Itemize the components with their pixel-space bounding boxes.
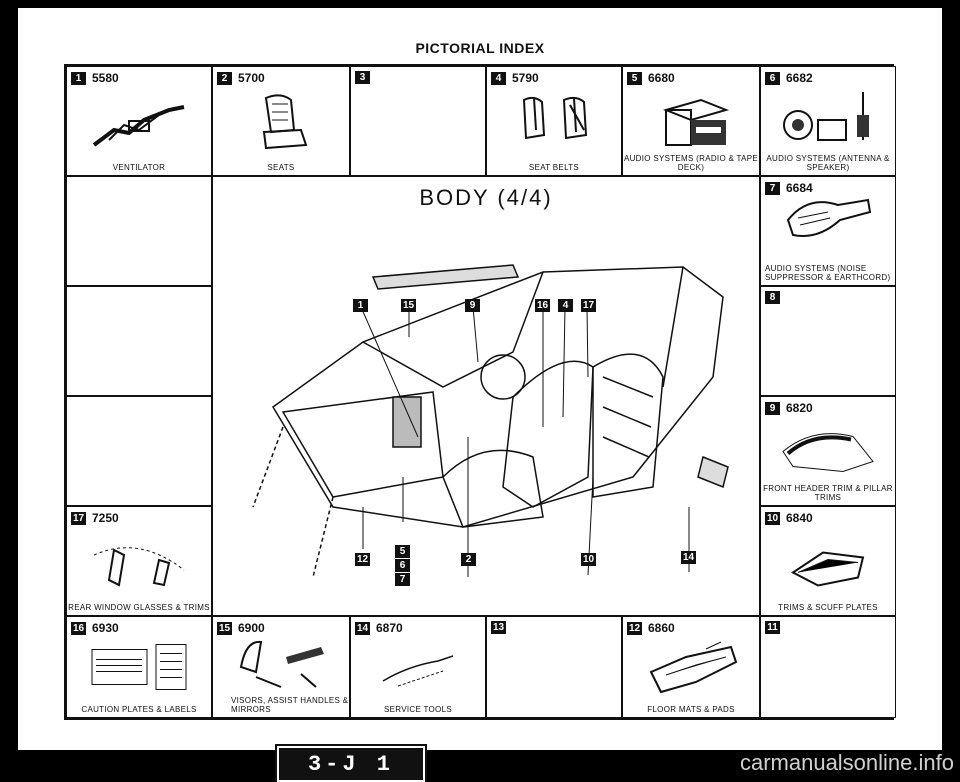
- badge: 6: [765, 71, 780, 85]
- part-caption: SEAT BELTS: [528, 163, 580, 172]
- callout-badge: 12: [355, 553, 370, 566]
- part-code: 6820: [786, 401, 813, 415]
- part-caption: AUDIO SYSTEMS (ANTENNA & SPEAKER): [766, 154, 890, 172]
- part-caption: AUDIO SYSTEMS (RADIO & TAPE DECK): [623, 154, 759, 172]
- badge: 13: [491, 621, 506, 634]
- callout-badge: 9: [465, 299, 480, 312]
- part-code: 5700: [238, 71, 265, 85]
- badge: 9: [765, 401, 780, 415]
- part-code: 6682: [786, 71, 813, 85]
- cell-caution-plates[interactable]: 16 6930 CAUTION PLATES & LABELS: [66, 616, 212, 718]
- part-caption: TRIMS & SCUFF PLATES: [778, 603, 878, 612]
- part-code: 6860: [648, 621, 675, 635]
- section-tab: 3-J 1: [277, 746, 425, 782]
- cell-antenna-speaker[interactable]: 6 6682 AUDIO SYSTEMS (ANTENNA & SPEAKER): [760, 66, 896, 176]
- part-caption: AUDIO SYSTEMS (NOISE SUPPRESSOR & EARTHC…: [765, 264, 891, 282]
- part-code: 5790: [512, 71, 539, 85]
- cell-11[interactable]: 11: [760, 616, 896, 718]
- badge: 10: [765, 511, 780, 525]
- cell-floor-mats[interactable]: 12 6860 FLOOR MATS & PADS: [622, 616, 760, 718]
- badge: 12: [627, 621, 642, 635]
- cell-seats[interactable]: 2 5700 SEATS: [212, 66, 350, 176]
- cell-left-2: [66, 286, 212, 396]
- callout-badge: 2: [461, 553, 476, 566]
- callout-badge: 5: [395, 545, 410, 558]
- cell-visors[interactable]: 15 6900 VISORS, ASSIST HANDLES & MIRRORS: [212, 616, 350, 718]
- callout-badge: 16: [535, 299, 550, 312]
- badge: 5: [627, 71, 642, 85]
- cell-noise-suppressor[interactable]: 7 6684 AUDIO SYSTEMS (NOISE SUPPRESSOR & …: [760, 176, 896, 286]
- visor-icon: [239, 640, 324, 688]
- part-caption: FLOOR MATS & PADS: [647, 705, 735, 714]
- part-code: 6840: [786, 511, 813, 525]
- cell-13[interactable]: 13: [486, 616, 622, 718]
- part-code: 7250: [92, 511, 119, 525]
- callout-badge: 1: [353, 299, 368, 312]
- cell-ventilator[interactable]: 1 5580 VENTILATOR: [66, 66, 212, 176]
- badge: 7: [765, 181, 780, 195]
- callout-badge: 17: [581, 299, 596, 312]
- cell-service-tools[interactable]: 14 6870 SERVICE TOOLS: [350, 616, 486, 718]
- tool-icon: [382, 655, 454, 687]
- badge: 15: [217, 621, 232, 635]
- callout-badge: 14: [681, 551, 696, 564]
- header-trim-icon: [782, 433, 874, 472]
- cell-left-3: [66, 396, 212, 506]
- cell-header-trim[interactable]: 9 6820 FRONT HEADER TRIM & PILLAR TRIMS: [760, 396, 896, 506]
- part-code: 6930: [92, 621, 119, 635]
- part-caption: CAUTION PLATES & LABELS: [81, 705, 197, 714]
- badge: 16: [71, 621, 86, 635]
- callout-badge: 10: [581, 553, 596, 566]
- part-caption: SERVICE TOOLS: [384, 705, 452, 714]
- callout-badge: 15: [401, 299, 416, 312]
- scuff-plate-icon: [791, 551, 865, 587]
- cell-seat-belts[interactable]: 4 5790 SEAT BELTS: [486, 66, 622, 176]
- speaker-icon: [783, 92, 869, 142]
- badge: 3: [355, 71, 370, 84]
- cell-scuff-plates[interactable]: 10 6840 TRIMS & SCUFF PLATES: [760, 506, 896, 616]
- body-diagram-area: BODY (4/4): [212, 176, 760, 616]
- section-tab-label: 3-J 1: [307, 751, 394, 777]
- part-code: 6680: [648, 71, 675, 85]
- badge: 17: [71, 511, 86, 525]
- part-code: 6870: [376, 621, 403, 635]
- index-grid: 1 5580 VENTILATOR 2 5700 SEATS 3 4 5790 SEA…: [64, 64, 896, 720]
- page-title: PICTORIAL INDEX: [415, 40, 545, 56]
- ventilator-icon: [92, 105, 185, 147]
- badge: 2: [217, 71, 232, 85]
- cell-radio-tape[interactable]: 5 6680 AUDIO SYSTEMS (RADIO & TAPE DECK): [622, 66, 760, 176]
- cell-left-1: [66, 176, 212, 286]
- floor-mat-icon: [649, 641, 738, 694]
- callout-badge: 6: [395, 559, 410, 572]
- car-interior-illustration: [252, 264, 729, 578]
- rear-glass-icon: [93, 547, 185, 587]
- part-code: 6900: [238, 621, 265, 635]
- watermark: carmanualsonline.info: [739, 750, 954, 775]
- badge: 1: [71, 71, 86, 85]
- seat-belt-icon: [522, 97, 588, 140]
- body-title: BODY (4/4): [419, 185, 553, 210]
- callout-badge: 7: [395, 573, 410, 586]
- label-plate-icon: [91, 644, 187, 690]
- callout-badge: 4: [558, 299, 573, 312]
- cell-8[interactable]: 8: [760, 286, 896, 396]
- part-code: 5580: [92, 71, 119, 85]
- badge: 11: [765, 621, 780, 634]
- part-code: 6684: [786, 181, 813, 195]
- part-caption: VENTILATOR: [112, 163, 166, 172]
- badge: 4: [491, 71, 506, 85]
- seat-icon: [262, 94, 308, 150]
- part-caption: FRONT HEADER TRIM & PILLAR TRIMS: [763, 484, 893, 502]
- badge: 14: [355, 621, 370, 635]
- cell-3[interactable]: 3: [350, 66, 486, 176]
- part-caption: SEATS: [267, 163, 295, 172]
- transmission-icon: [786, 199, 872, 238]
- badge: 8: [765, 291, 780, 304]
- cell-rear-window[interactable]: 17 7250 REAR WINDOW GLASSES & TRIMS: [66, 506, 212, 616]
- radio-icon: [662, 99, 730, 147]
- part-caption: REAR WINDOW GLASSES & TRIMS: [68, 603, 210, 612]
- part-caption: VISORS, ASSIST HANDLES & MIRRORS: [231, 696, 349, 714]
